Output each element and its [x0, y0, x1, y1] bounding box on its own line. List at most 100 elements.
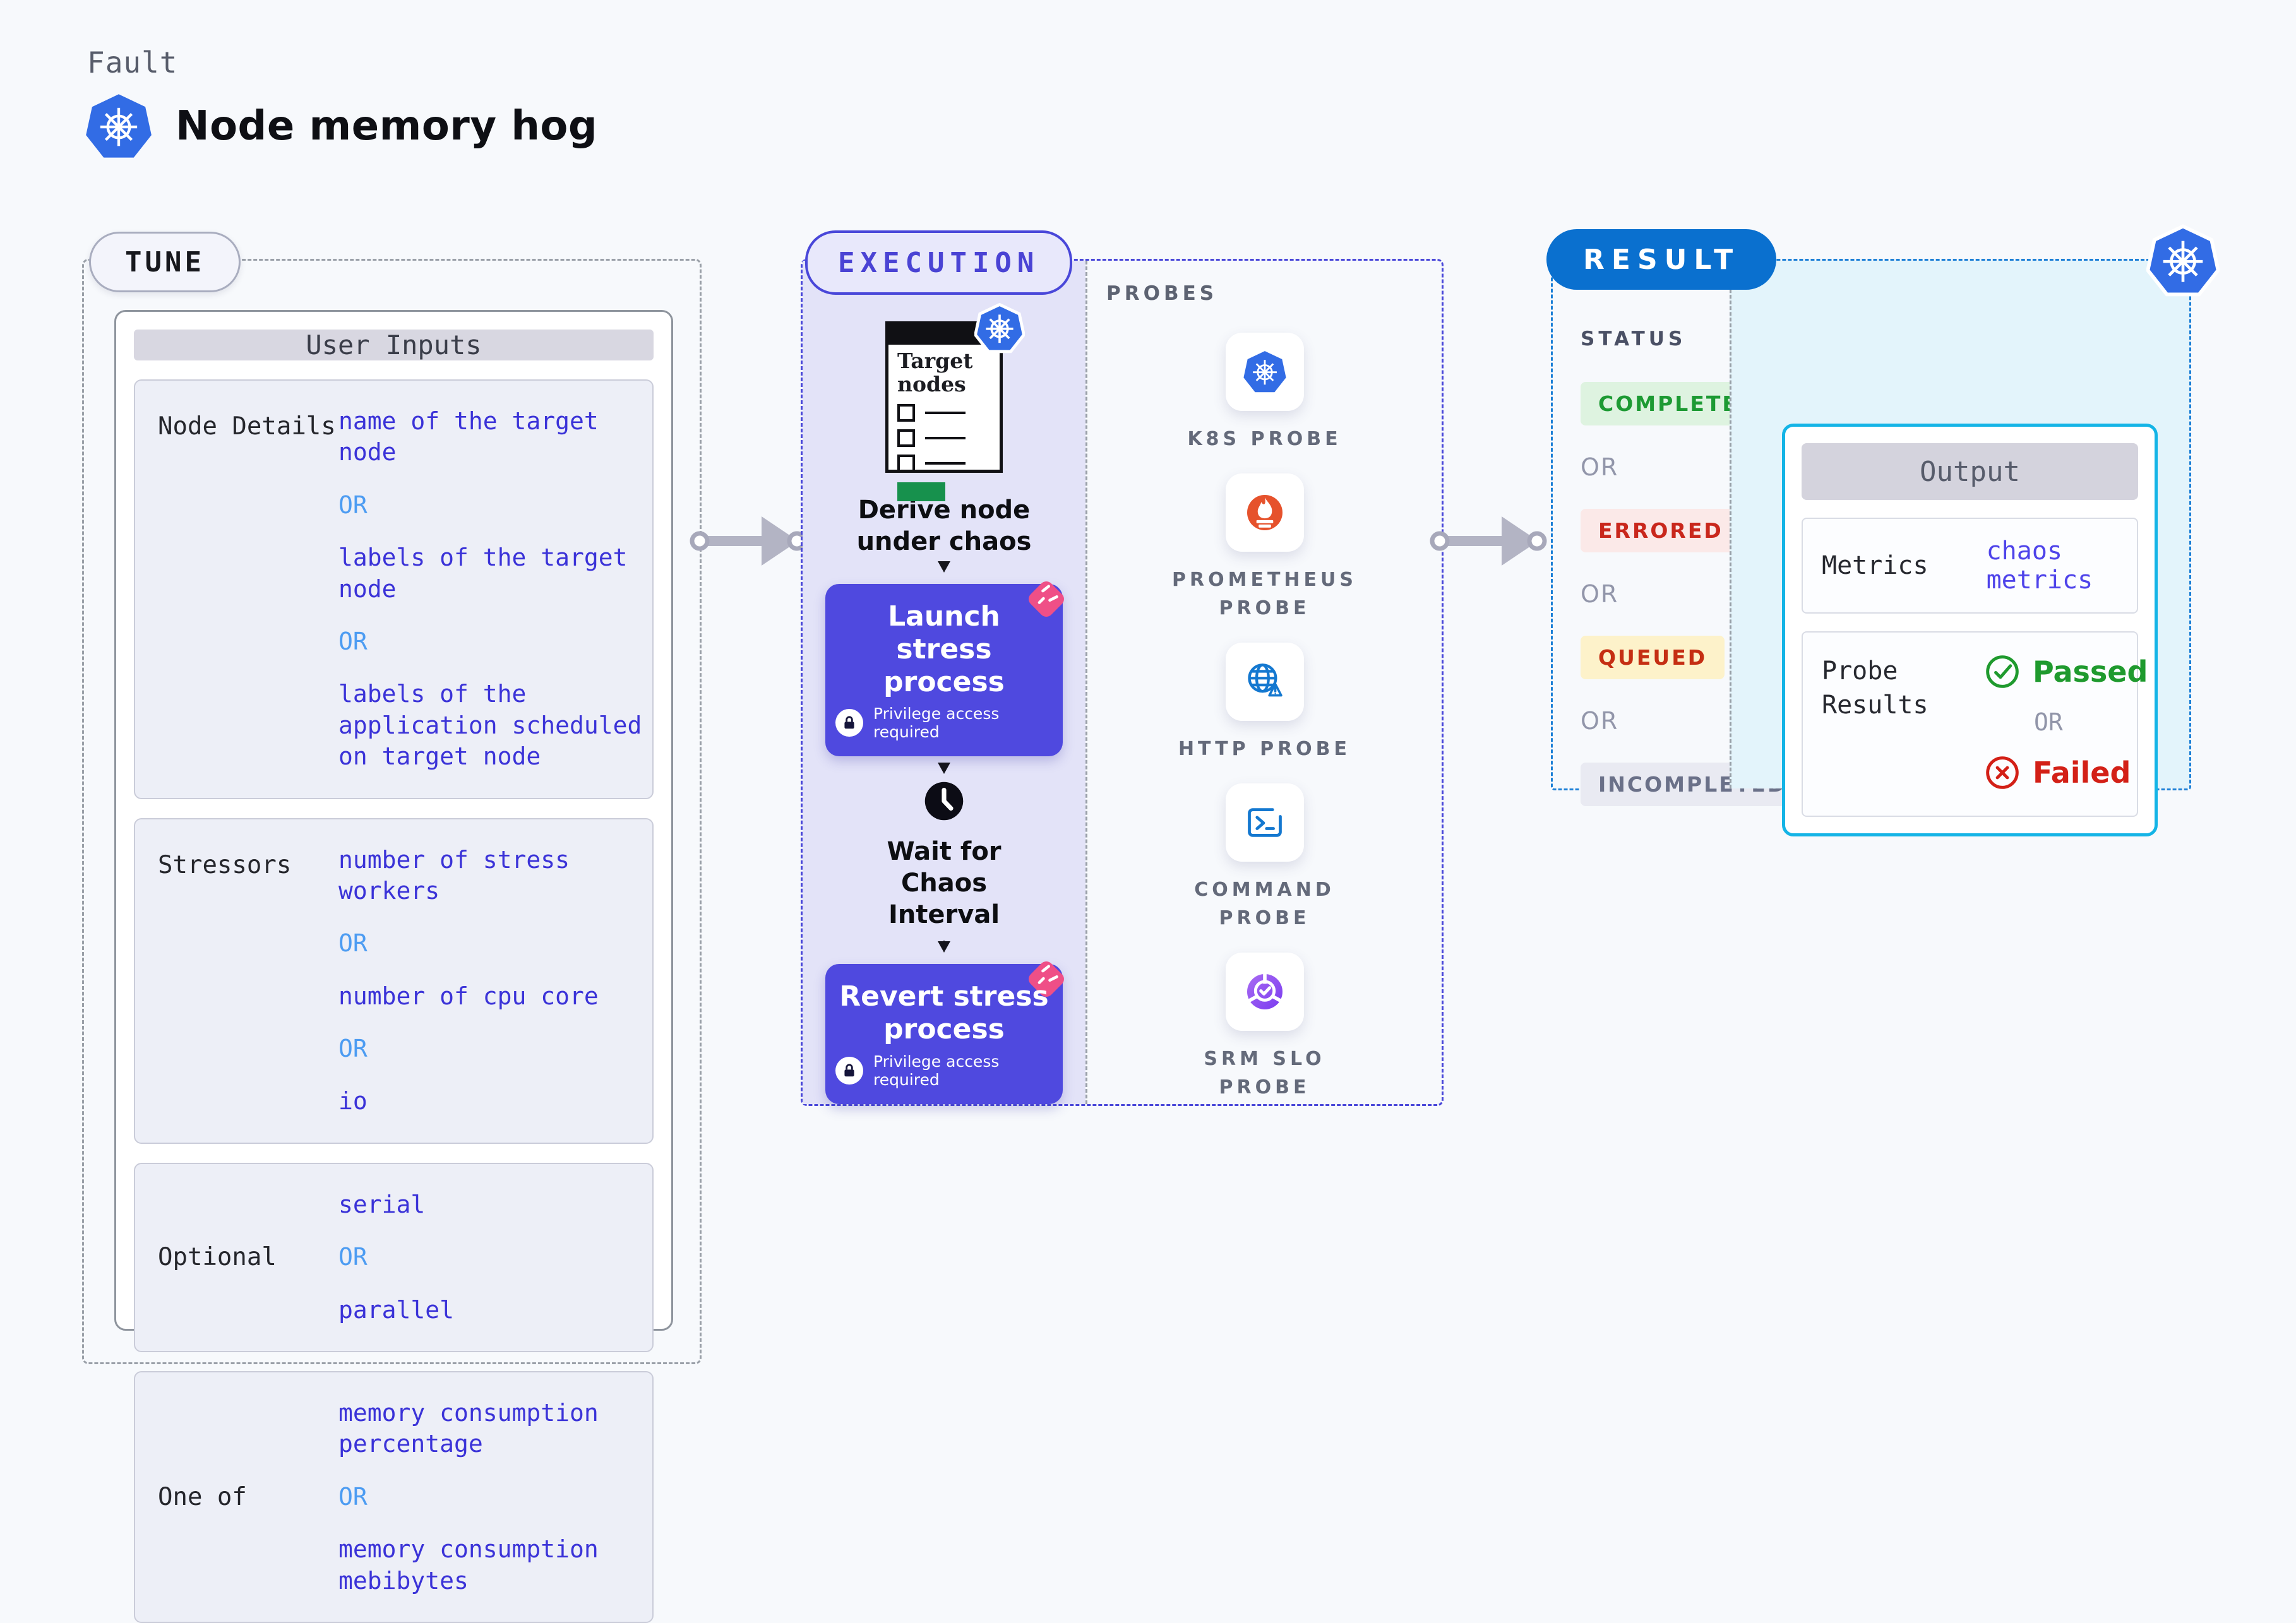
or-separator: OR: [338, 1243, 368, 1271]
x-circle-icon: [1986, 756, 2019, 789]
lock-icon: [835, 1057, 863, 1085]
window-content: Target nodes: [888, 345, 1000, 506]
status-column: STATUS COMPLETED OR ERRORED OR QUEUED OR…: [1553, 261, 1805, 806]
slo-check-icon: [1225, 953, 1304, 1031]
input-option: serial: [338, 1190, 426, 1218]
or-separator: OR: [2034, 708, 2063, 736]
user-inputs-rows: Node Details name of the target node OR …: [134, 379, 654, 1623]
input-row-node-details: Node Details name of the target node OR …: [134, 379, 654, 799]
metrics-value: chaos metrics: [1986, 537, 2093, 595]
or-separator: OR: [338, 1482, 368, 1511]
input-option: number of stress workers: [338, 845, 570, 905]
passed-line: Passed: [1985, 654, 2148, 689]
clock-icon: [923, 780, 965, 824]
diagram-canvas: Fault Node memory hog TUNE User Inputs N…: [82, 45, 2220, 1623]
row-label: Node Details: [158, 412, 336, 441]
globe-warning-icon: [1225, 643, 1304, 721]
user-inputs-card: User Inputs Node Details name of the tar…: [114, 310, 673, 1623]
check-circle-icon: [1986, 655, 2019, 688]
arrow-right-icon: [690, 516, 807, 566]
status-chip-queued: QUEUED: [1581, 636, 1725, 679]
checkbox-line: [897, 429, 991, 447]
derive-node-caption: Derive node under chaos: [856, 496, 1032, 556]
kubernetes-icon: [2146, 224, 2220, 297]
privilege-note: Privilege access required: [835, 704, 1053, 741]
probe-results-values: Passed OR Failed: [1985, 654, 2148, 790]
metrics-row: Metrics chaos metrics: [1802, 518, 2138, 614]
prometheus-icon: [1225, 473, 1304, 552]
status-list: COMPLETED OR ERRORED OR QUEUED OR INCOMP…: [1581, 382, 1805, 806]
kubernetes-icon: [1225, 333, 1304, 411]
status-chip-errored: ERRORED: [1581, 509, 1741, 552]
wait-chaos-caption: Wait for Chaos Interval: [887, 836, 1002, 929]
probe-results-label: Probe Results: [1822, 657, 1928, 720]
failed-line: Failed: [1985, 755, 2148, 790]
row-values: number of stress workers OR number of cp…: [338, 845, 643, 1117]
result-panel: RESULT STATUS COMPLETED OR ERRORED OR QU…: [1546, 224, 2220, 836]
row-values: memory consumption percentage OR memory …: [338, 1398, 643, 1596]
input-option: parallel: [338, 1295, 455, 1324]
execution-panel: EXECUTION Target nodes: [801, 230, 1444, 1106]
output-header: Output: [1802, 443, 2138, 500]
terminal-icon: [1225, 783, 1304, 862]
input-option: io: [338, 1087, 368, 1115]
execution-badge: EXECUTION: [805, 230, 1073, 295]
probe-item-srm-slo: SRM SLO PROBE: [1161, 953, 1369, 1102]
output-card: Output Metrics chaos metrics Probe Resul…: [1782, 424, 2158, 836]
or-separator: OR: [338, 627, 368, 655]
or-separator: OR: [1581, 707, 1619, 735]
revert-stress-title: Revert stress process: [839, 980, 1049, 1046]
kubernetes-icon: [974, 303, 1025, 354]
green-button-shape: [897, 482, 945, 501]
probe-item-http: HTTP PROBE: [1161, 643, 1369, 763]
or-separator: OR: [1581, 453, 1619, 481]
probes-panel: PROBES: [1085, 261, 1442, 1104]
checkbox-line: [897, 403, 991, 422]
or-separator: OR: [338, 1035, 368, 1063]
probe-results-row: Probe Results Passed OR: [1802, 631, 2148, 817]
privilege-note: Privilege access required: [835, 1052, 1053, 1089]
or-separator: OR: [1581, 580, 1619, 608]
arrow-right-icon: [1430, 516, 1547, 566]
input-option: memory consumption mebibytes: [338, 1535, 599, 1595]
probe-list: K8S PROBE PROMETHEUS PROBE: [1087, 333, 1442, 1102]
launch-stress-title: Launch stress process: [883, 600, 1005, 698]
or-separator: OR: [338, 929, 368, 958]
input-row-one-of: One of memory consumption percentage OR …: [134, 1371, 654, 1623]
input-row-optional: Optional serial OR parallel: [134, 1162, 654, 1353]
probe-item-k8s: K8S PROBE: [1161, 333, 1369, 453]
revert-stress-node: Revert stress process Privilege access r…: [825, 961, 1064, 1104]
row-label: One of: [158, 1483, 247, 1511]
kubernetes-icon: [86, 94, 152, 158]
row-values: serial OR parallel: [338, 1189, 643, 1326]
row-values: name of the target node OR labels of the…: [338, 406, 643, 773]
flow-connector-icon: [938, 940, 950, 953]
input-option: labels of the application scheduled on t…: [338, 680, 642, 771]
user-inputs-header: User Inputs: [134, 330, 654, 360]
page-title: Node memory hog: [176, 103, 598, 150]
probe-item-command: COMMAND PROBE: [1161, 783, 1369, 932]
input-option: labels of the target node: [338, 544, 628, 603]
checkbox-line: [897, 454, 991, 472]
flow-connector-icon: [938, 762, 950, 775]
flow-connector-icon: [938, 561, 950, 573]
input-option: memory consumption percentage: [338, 1399, 599, 1458]
target-nodes-label: Target nodes: [897, 348, 973, 396]
fault-label: Fault: [87, 45, 178, 80]
chaos-corner-icon: [1029, 961, 1064, 997]
result-badge: RESULT: [1546, 229, 1777, 290]
input-row-stressors: Stressors number of stress workers OR nu…: [134, 817, 654, 1144]
metrics-label: Metrics: [1822, 551, 1928, 580]
input-option: number of cpu core: [338, 982, 599, 1010]
row-label: Optional: [158, 1243, 277, 1272]
output-area: Output Metrics chaos metrics Probe Resul…: [1730, 261, 2189, 836]
tune-panel: TUNE User Inputs Node Details name of th…: [82, 232, 702, 1623]
input-option: name of the target node: [338, 407, 599, 467]
launch-stress-node: Launch stress process Privilege access r…: [825, 581, 1064, 757]
tune-badge: TUNE: [89, 232, 241, 292]
execution-flow: Target nodes: [803, 261, 1085, 1104]
row-label: Stressors: [158, 850, 292, 879]
title-row: Node memory hog: [85, 92, 597, 160]
target-nodes-window: Target nodes: [885, 303, 1025, 501]
status-heading: STATUS: [1581, 328, 1687, 350]
